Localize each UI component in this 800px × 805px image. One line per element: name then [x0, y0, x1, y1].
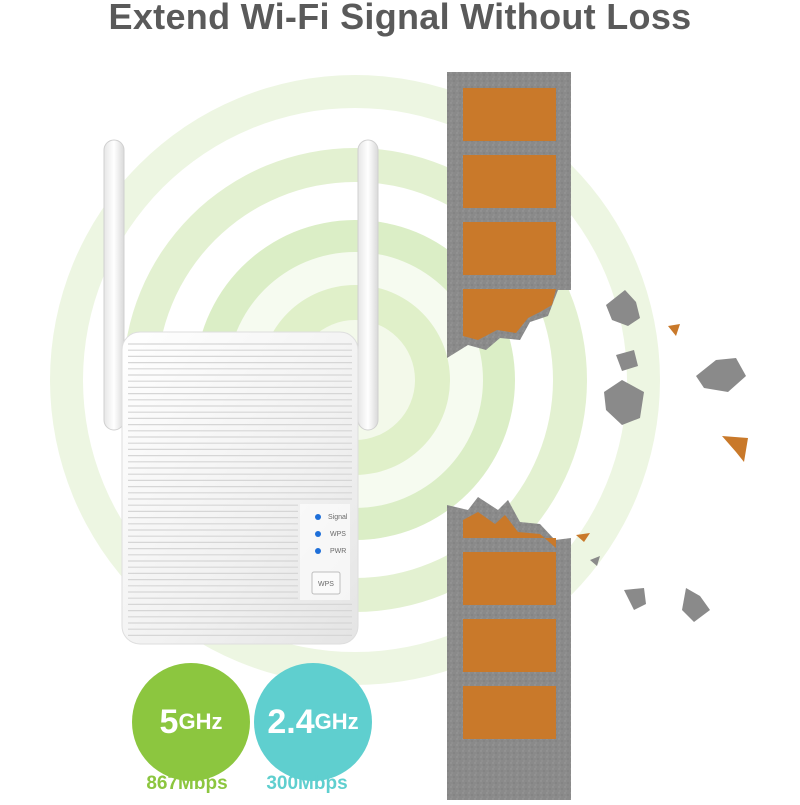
pwr-led-label: PWR [330, 548, 346, 555]
extender-body [121, 331, 359, 645]
brick [463, 155, 556, 208]
wps-led [315, 531, 321, 537]
debris [576, 290, 748, 622]
brick [463, 289, 556, 340]
signal-led-label: Signal [328, 514, 348, 521]
wifi-extender: Signal WPS PWR WPS [103, 139, 379, 645]
ridges [128, 343, 352, 637]
band-5ghz-value: 5 [159, 702, 179, 741]
brick [463, 552, 556, 605]
band-5ghz-unit: GHz [178, 709, 223, 734]
brick-wall [447, 72, 571, 800]
band-24ghz-value: 2.4 [267, 702, 315, 741]
wps-button[interactable] [311, 571, 341, 595]
brick [463, 222, 556, 275]
pwr-led [315, 548, 321, 554]
band-24ghz-speed: 300Mbps [266, 773, 348, 794]
band-24ghz-unit: GHz [314, 709, 359, 734]
page-title: Extend Wi-Fi Signal Without Loss [108, 0, 692, 37]
right-antenna [357, 139, 379, 431]
band-5ghz-speed: 867Mbps [146, 773, 228, 794]
brick [463, 686, 556, 739]
brick [463, 512, 556, 548]
brick [463, 619, 556, 672]
signal-led [315, 514, 321, 520]
wps-button-label: WPS [318, 581, 334, 588]
left-antenna [103, 139, 125, 431]
brick [463, 88, 556, 141]
wps-led-label: WPS [330, 531, 346, 538]
